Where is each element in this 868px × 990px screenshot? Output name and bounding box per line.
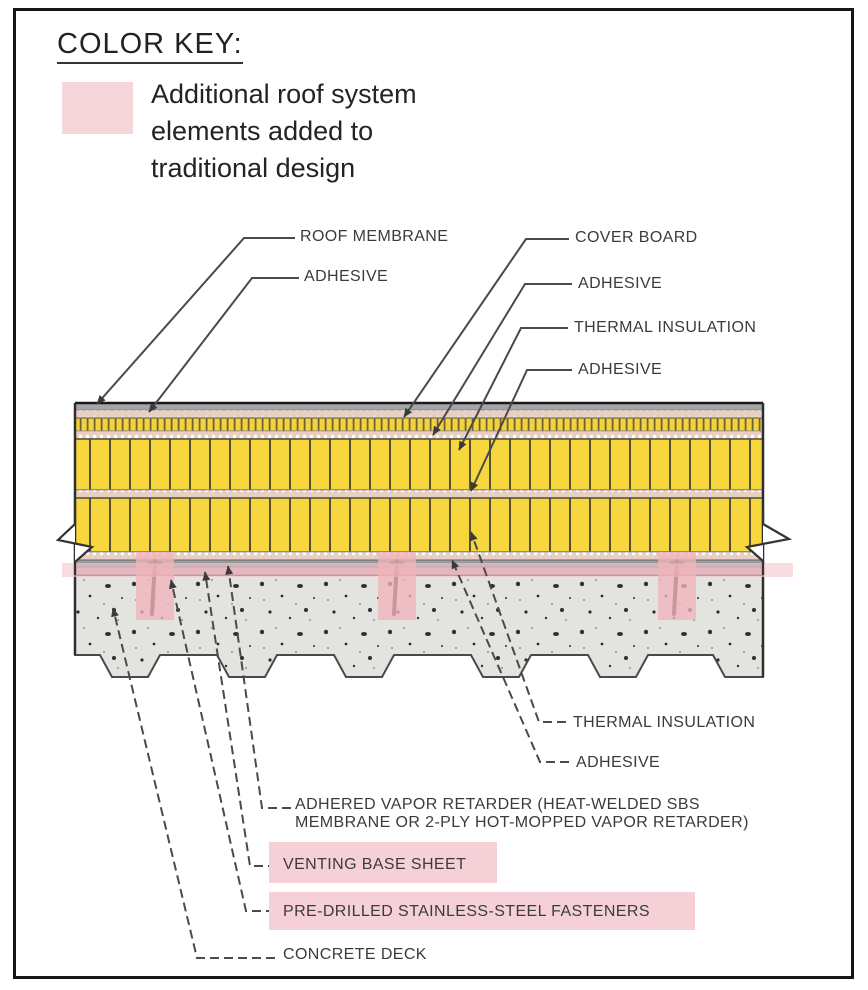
leader-fasteners xyxy=(168,579,275,912)
highlight-label-venting-base-sheet xyxy=(269,842,497,883)
adhesive-layer-1 xyxy=(74,409,764,419)
highlight-base-sheet-band xyxy=(62,563,793,577)
highlight-fastener-2 xyxy=(378,552,416,620)
highlight-fastener-1 xyxy=(136,552,174,620)
color-key-description-line2: elements added to xyxy=(151,116,374,146)
highlight-fastener-3 xyxy=(658,552,696,620)
color-key-title: COLOR KEY: xyxy=(57,28,243,64)
label-adhesive-right-mid: ADHESIVE xyxy=(578,361,663,378)
leader-adhesive-right-mid xyxy=(470,369,572,492)
leader-adhesive-right-upper xyxy=(432,283,572,436)
concrete-deck-shape xyxy=(74,574,764,678)
color-key-description: Additional roof system elements added to… xyxy=(151,76,417,187)
adhesive-layer-2 xyxy=(74,430,764,440)
label-fasteners: PRE-DRILLED STAINLESS-STEEL FASTENERS xyxy=(283,903,650,920)
label-thermal-insulation-upper: THERMAL INSULATION xyxy=(574,319,757,336)
label-vapor-retarder-line1: ADHERED VAPOR RETARDER (HEAT-WELDED SBS xyxy=(295,796,700,813)
added-element-highlights xyxy=(62,552,793,620)
leader-roof-membrane xyxy=(96,237,295,405)
label-roof-membrane: ROOF MEMBRANE xyxy=(300,228,449,245)
label-concrete-deck: CONCRETE DECK xyxy=(283,946,427,963)
label-cover-board: COVER BOARD xyxy=(575,229,698,246)
leader-adhesive-top-left xyxy=(148,277,299,413)
roof-membrane-layer xyxy=(75,404,763,410)
break-symbol-left xyxy=(55,506,95,575)
color-key-description-line3: traditional design xyxy=(151,153,356,183)
color-key-description-line1: Additional roof system xyxy=(151,79,417,109)
leader-cover-board xyxy=(403,238,569,418)
label-adhesive-right-lower: ADHESIVE xyxy=(576,754,661,771)
cover-board-layer xyxy=(75,418,763,431)
label-adhesive-top-left: ADHESIVE xyxy=(304,268,389,285)
leader-thermal-insulation-upper xyxy=(458,327,568,451)
break-symbol-right xyxy=(744,506,793,575)
leader-thermal-insulation-lower xyxy=(470,531,566,723)
color-key-swatch xyxy=(62,82,133,134)
label-venting-base-sheet: VENTING BASE SHEET xyxy=(283,856,467,873)
highlight-label-fasteners xyxy=(269,892,695,930)
thermal-insulation-layer-1 xyxy=(75,439,763,490)
leader-lines xyxy=(96,237,572,959)
roof-layer-stack xyxy=(74,401,764,576)
adhesive-layer-3 xyxy=(74,489,764,499)
label-vapor-retarder-line2: MEMBRANE OR 2-PLY HOT-MOPPED VAPOR RETAR… xyxy=(295,814,749,831)
leader-venting-base-sheet xyxy=(202,571,277,867)
label-adhesive-right-upper: ADHESIVE xyxy=(578,275,663,292)
leader-concrete-deck xyxy=(111,607,275,959)
leader-vapor-retarder xyxy=(225,565,291,809)
thermal-insulation-layer-2 xyxy=(75,498,763,552)
label-vapor-retarder: ADHERED VAPOR RETARDER (HEAT-WELDED SBS … xyxy=(295,796,749,832)
leader-adhesive-right-lower xyxy=(451,559,569,763)
label-thermal-insulation-lower: THERMAL INSULATION xyxy=(573,714,756,731)
